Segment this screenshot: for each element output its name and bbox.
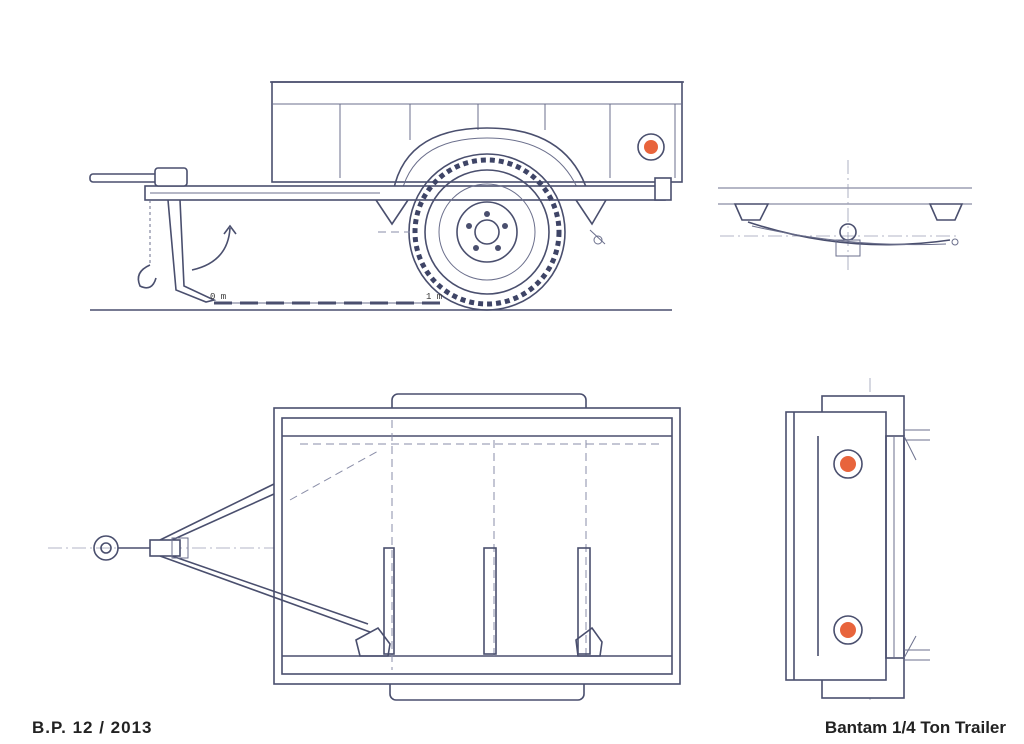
drawing-title: Bantam 1/4 Ton Trailer xyxy=(824,718,1006,737)
support-leg xyxy=(167,199,217,303)
tow-handle xyxy=(89,173,161,183)
top-view xyxy=(48,393,681,701)
lunette-eye xyxy=(93,535,119,561)
body-side-panel xyxy=(271,81,683,183)
body-top-outline xyxy=(273,407,681,685)
fender xyxy=(391,127,591,201)
chain-hook xyxy=(137,264,157,289)
rear-light-lower xyxy=(833,615,863,645)
rotation-arrow xyxy=(191,227,231,271)
tail-light-side xyxy=(637,133,665,161)
tongue-a-frame xyxy=(159,483,371,633)
rear-view xyxy=(785,378,930,700)
side-view: 0 m 1 m xyxy=(89,81,684,311)
rear-light-upper xyxy=(833,449,863,479)
author-date-label: B.P. 12 / 2013 xyxy=(32,718,153,737)
scale-end-label: 1 m xyxy=(426,292,442,302)
spring-detail xyxy=(718,160,972,272)
scale-bar: 0 m 1 m xyxy=(210,292,442,305)
scale-start-label: 0 m xyxy=(210,292,226,302)
